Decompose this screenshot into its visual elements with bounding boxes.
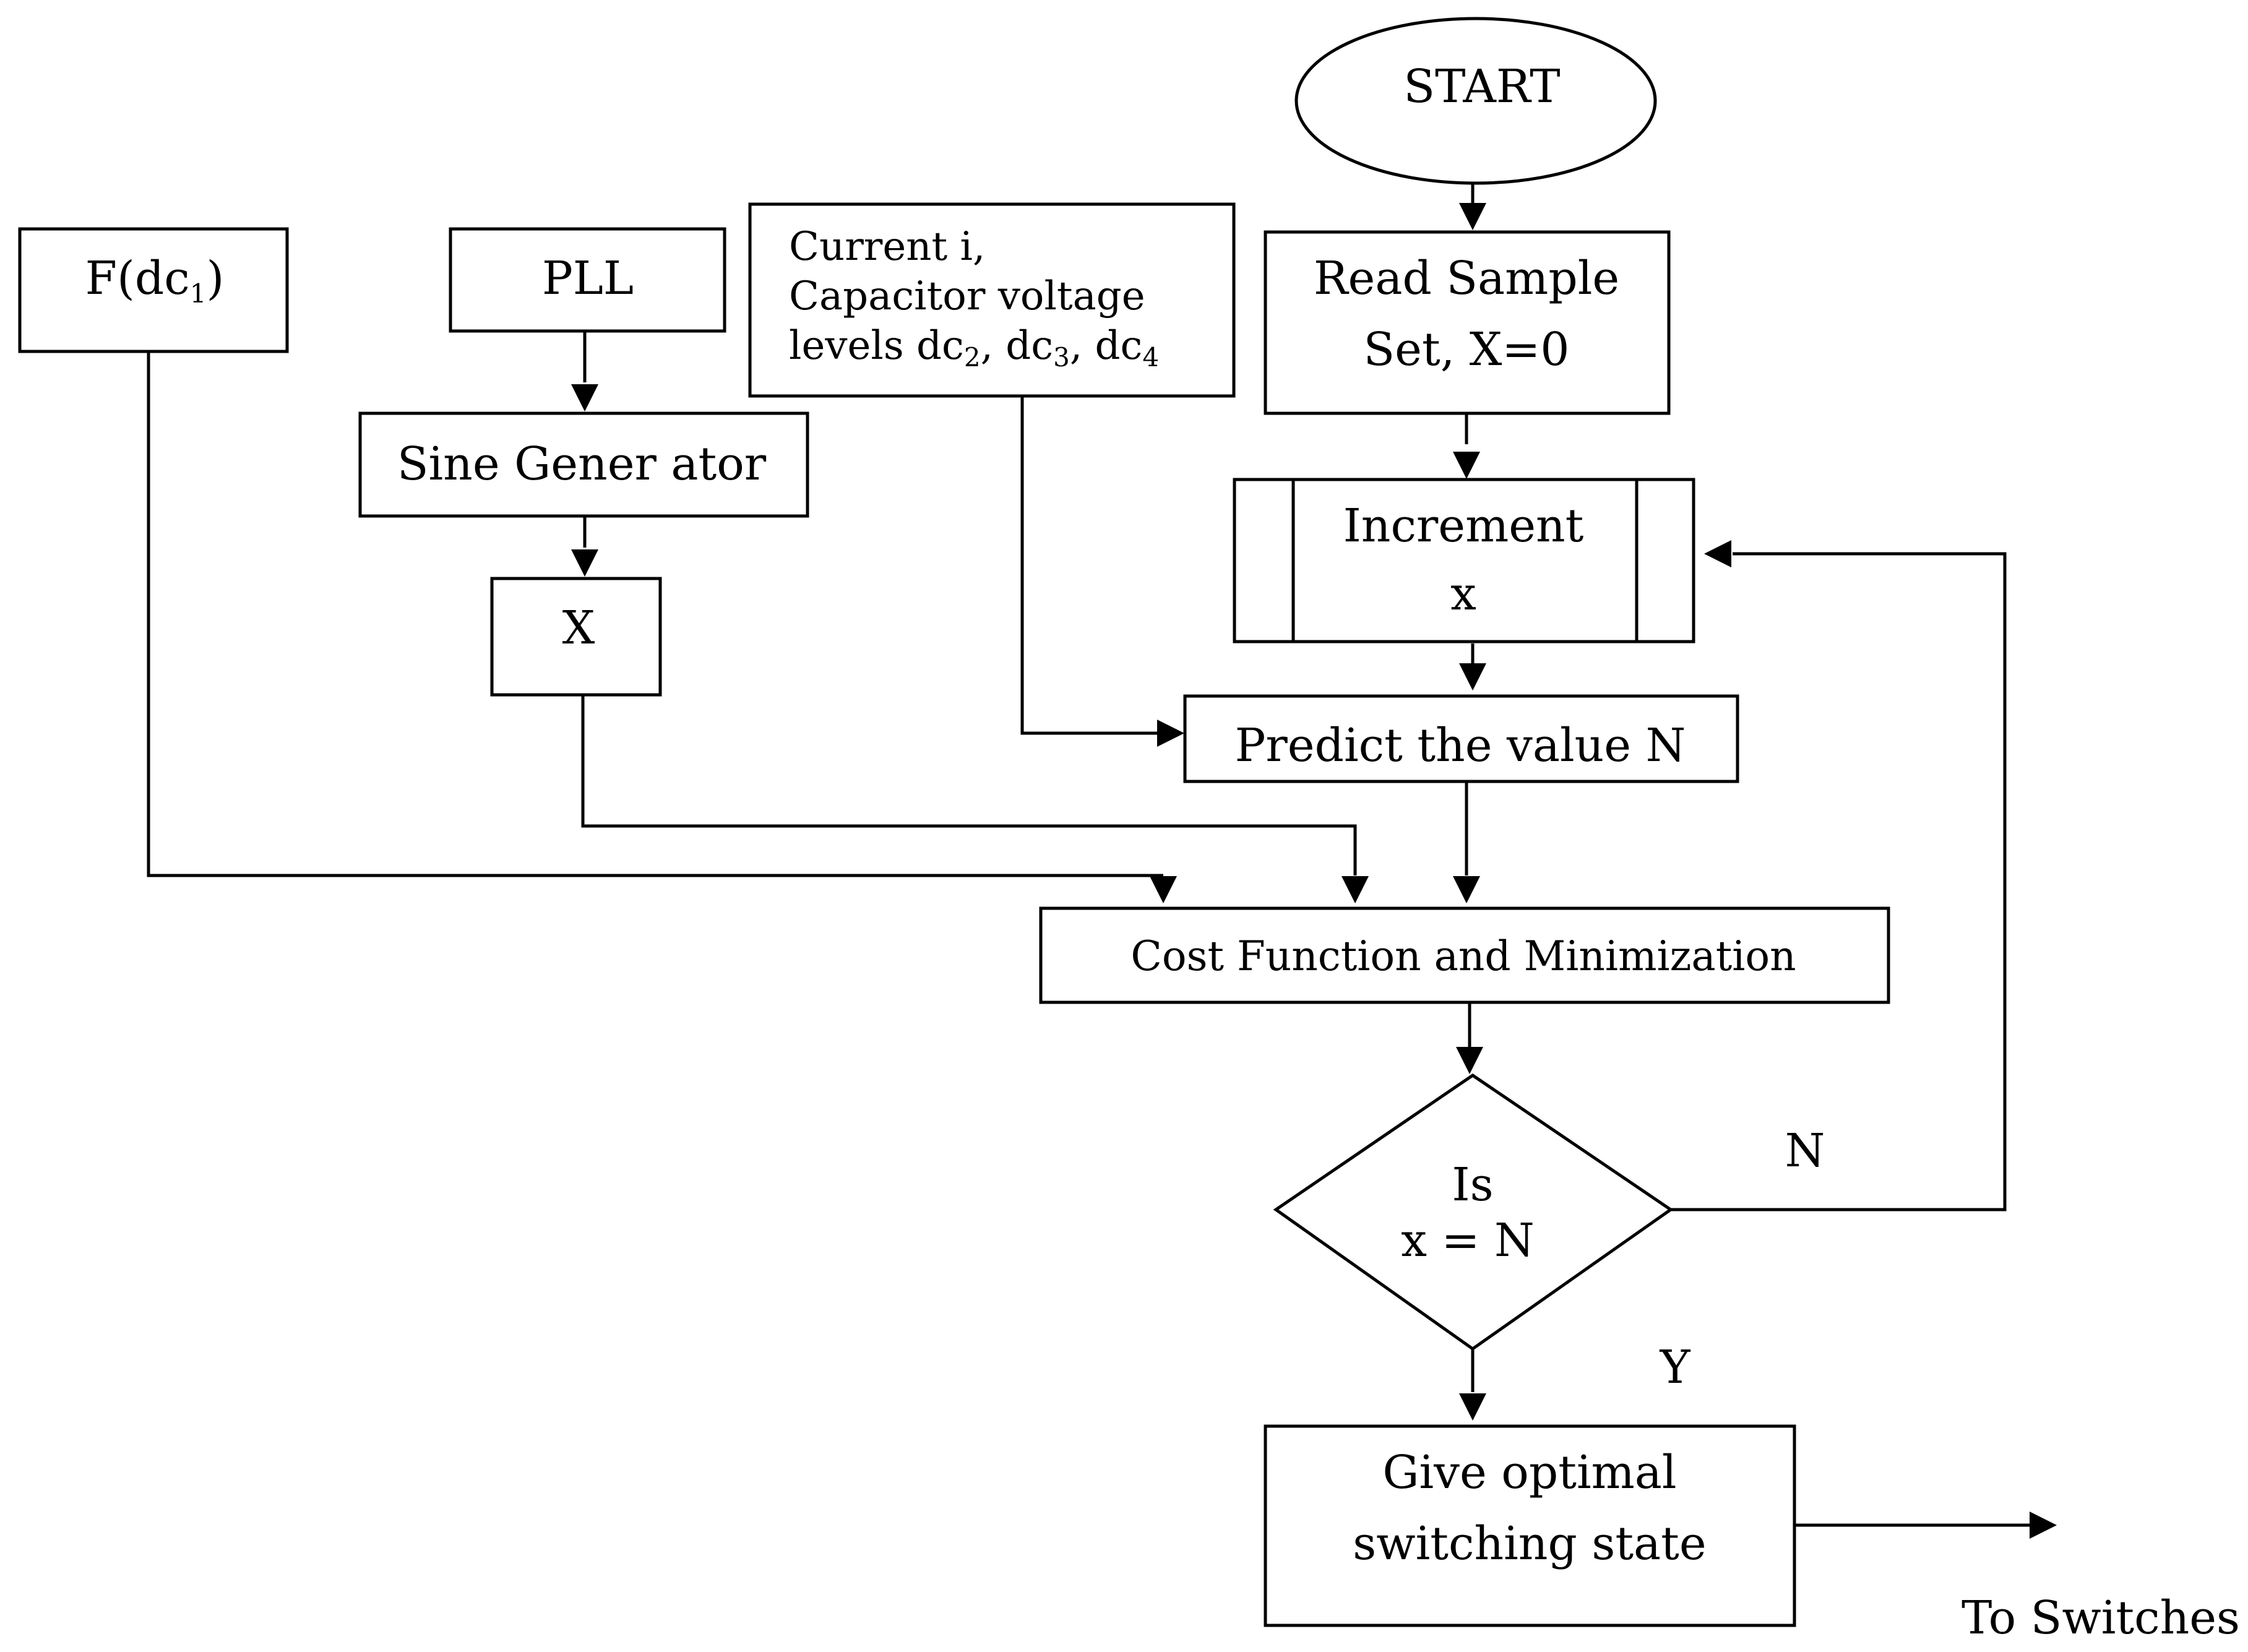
cost-function-label: Cost Function and Minimization (1130, 932, 1796, 980)
arrowhead-predict (1459, 663, 1486, 690)
current-inputs-line1: Current i, (789, 224, 985, 270)
start-label: START (1403, 60, 1560, 113)
start-ellipse (1294, 17, 1657, 185)
arrowhead-increment-loop (1704, 540, 1731, 567)
yes-branch-label: Y (1660, 1341, 1691, 1394)
optimal-state-rect (1264, 1424, 1796, 1627)
edge-x-to-cost (581, 696, 1357, 875)
optimal-state-line1: Give optimal (1382, 1446, 1676, 1499)
pll-rect (449, 227, 726, 333)
arrowhead-switches (2030, 1512, 2057, 1539)
sine-generator-block: Sine Gener ator (358, 411, 809, 518)
predict-block: Predict the value N (1183, 694, 1739, 783)
x-block: X (490, 577, 662, 697)
cost-function-block: Cost Function and Minimization (1039, 906, 1890, 1004)
arrowhead-x (571, 549, 598, 577)
sine-generator-rect (358, 411, 809, 518)
arrowhead-cost-from-x (1341, 876, 1369, 903)
sine-generator-label: Sine Gener ator (397, 437, 767, 491)
arrowhead-decision (1456, 1047, 1483, 1074)
optimal-state-line2: switching state (1353, 1517, 1706, 1570)
connectors (147, 183, 2030, 1527)
pll-block: PLL (449, 227, 726, 333)
arrowhead-increment (1453, 452, 1480, 479)
to-switches-label: To Switches (1962, 1591, 2240, 1645)
current-inputs-line2: Capacitor voltage (789, 273, 1145, 319)
arrowheads (571, 203, 2057, 1539)
no-branch-label: N (1785, 1124, 1825, 1177)
read-sample-rect (1264, 230, 1671, 415)
pll-label: PLL (542, 252, 634, 305)
edge-decision-no-loop (1671, 552, 2007, 1211)
arrowhead-cost-from-fdc1 (1150, 876, 1177, 903)
increment-block: Increment x (1233, 478, 1695, 643)
fdc1-block: F(dc1) (18, 227, 289, 353)
fdc1-label: F(dc1) (85, 252, 225, 309)
edge-fdc1-to-cost (147, 353, 1163, 877)
arrowhead-sine (571, 384, 598, 411)
x-rect (490, 577, 662, 697)
increment-line2: x (1450, 567, 1476, 621)
read-sample-line1: Read Sample (1314, 252, 1619, 305)
predict-rect (1183, 694, 1739, 783)
increment-line1: Increment (1343, 499, 1584, 553)
optimal-state-block: Give optimal switching state (1264, 1424, 1796, 1627)
arrowhead-predict-side (1157, 720, 1184, 747)
decision-block: Is x = N (1273, 1073, 1674, 1351)
read-sample-line2: Set, X=0 (1363, 323, 1569, 376)
current-inputs-rect (748, 202, 1236, 398)
decision-line1: Is (1452, 1158, 1493, 1211)
decision-line2: x = N (1401, 1214, 1535, 1267)
current-inputs-block: Current i, Capacitor voltage levels dc2,… (748, 202, 1236, 398)
arrowhead-read (1459, 203, 1486, 230)
read-sample-block: Read Sample Set, X=0 (1264, 230, 1671, 415)
current-inputs-line3: levels dc2, dc3, dc4 (789, 323, 1159, 372)
cost-function-rect (1039, 906, 1890, 1004)
predict-label: Predict the value N (1235, 719, 1686, 772)
start-terminal: START (1294, 17, 1657, 185)
x-label: X (562, 601, 595, 655)
edge-current-to-predict (1020, 396, 1157, 735)
fdc1-rect (18, 227, 289, 353)
increment-rect (1233, 478, 1695, 643)
arrowhead-cost-from-predict (1453, 876, 1480, 903)
arrowhead-optimal (1459, 1393, 1486, 1421)
decision-diamond (1273, 1073, 1674, 1351)
